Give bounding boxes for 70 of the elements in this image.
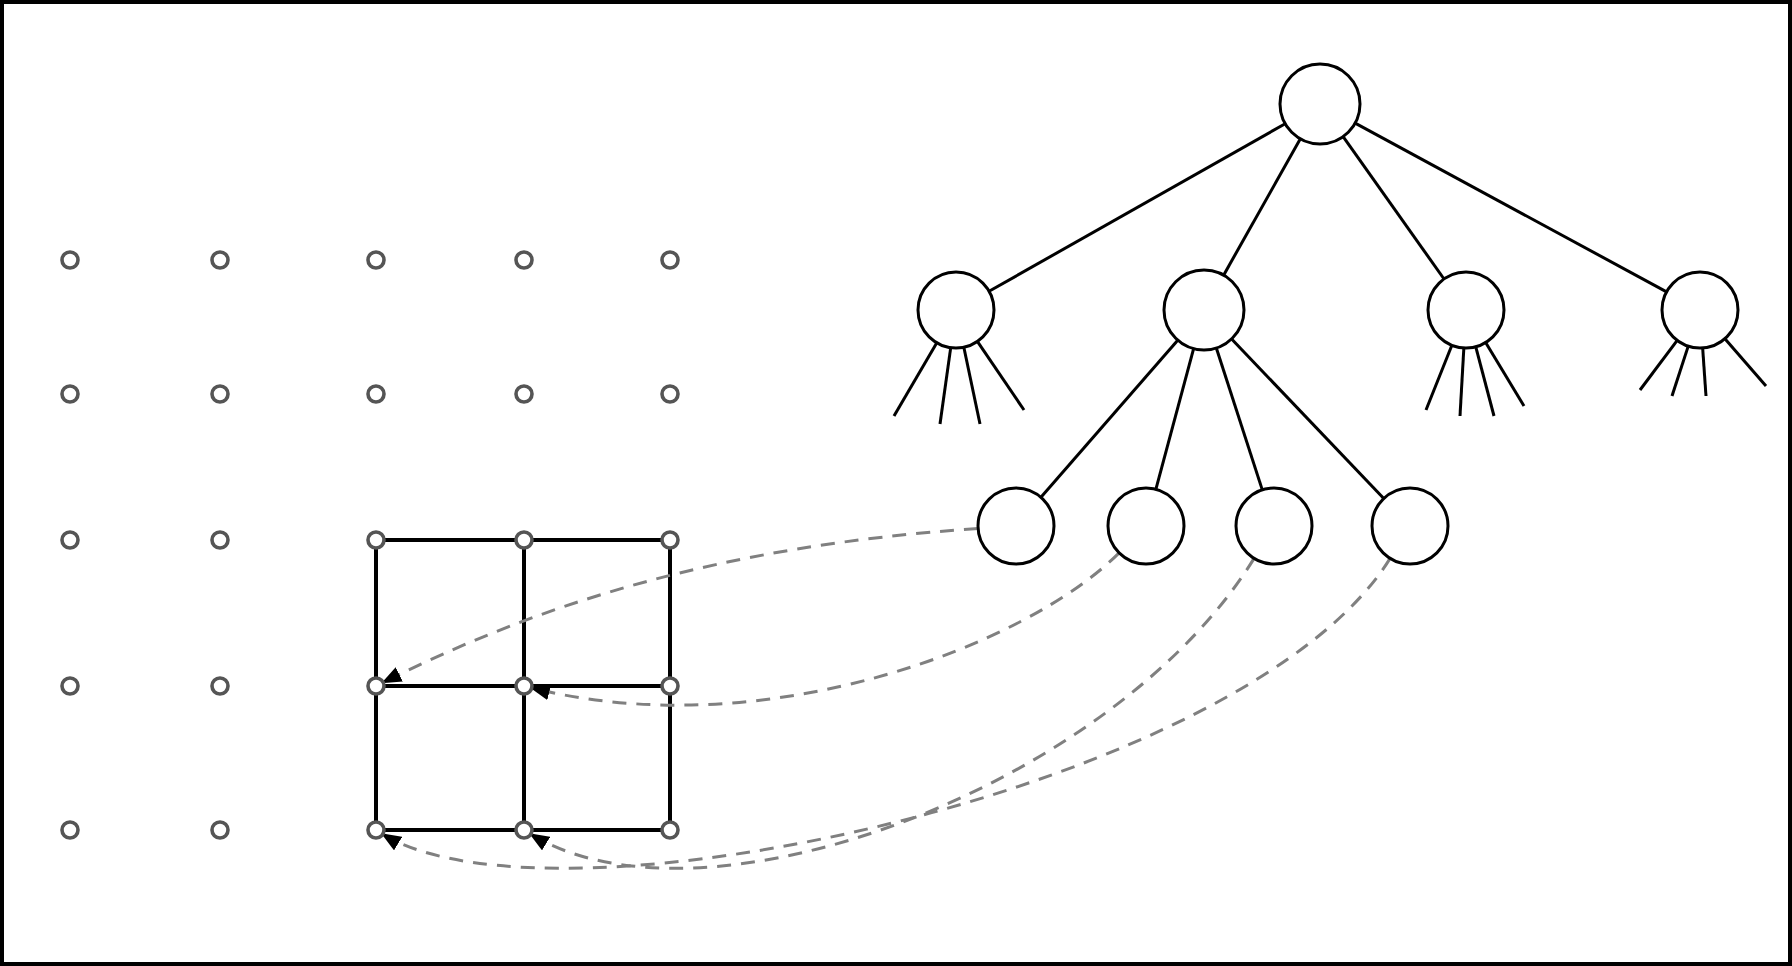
connector-line <box>374 694 378 822</box>
grid-point <box>660 250 680 270</box>
branch-stub <box>1701 347 1708 397</box>
arrow <box>381 527 979 684</box>
connector-line <box>988 122 1286 293</box>
connector-line <box>522 694 526 822</box>
branch-stub <box>892 342 939 417</box>
connector-line <box>1230 337 1385 500</box>
tree-node-circle <box>1370 486 1450 566</box>
branch-stub <box>1638 339 1679 391</box>
branch-stub <box>1458 347 1466 417</box>
tree-node-circle <box>1660 270 1740 350</box>
connector-line <box>532 828 662 832</box>
grid-point <box>660 530 680 550</box>
grid-point <box>514 530 534 550</box>
connector-line <box>532 538 662 542</box>
grid-point <box>660 820 680 840</box>
tree-node-circle <box>1426 270 1506 350</box>
grid-point <box>60 384 80 404</box>
grid-point <box>210 250 230 270</box>
branch-stub <box>1424 344 1454 411</box>
connector-line <box>532 684 662 688</box>
grid-point <box>366 384 386 404</box>
tree-node-circle <box>1278 62 1362 146</box>
branch-stub <box>1670 345 1690 397</box>
branch-stub <box>1474 346 1496 417</box>
grid-point <box>60 250 80 270</box>
grid-point <box>660 384 680 404</box>
grid-point <box>366 250 386 270</box>
arrow <box>529 551 1121 707</box>
grid-point <box>210 530 230 550</box>
arrow <box>380 557 1392 870</box>
connector-line <box>384 538 516 542</box>
grid-point <box>514 384 534 404</box>
connector-line <box>1341 135 1446 280</box>
grid-point <box>514 676 534 696</box>
grid-point <box>660 676 680 696</box>
tree-node-circle <box>1106 486 1186 566</box>
connector-line <box>668 548 672 678</box>
connector-line <box>384 684 516 688</box>
arrow <box>529 557 1256 870</box>
tree-node-circle <box>1162 268 1246 352</box>
grid-point <box>366 820 386 840</box>
connector-line <box>1154 348 1196 490</box>
connector-line <box>1354 121 1668 294</box>
connector-line <box>374 548 378 678</box>
grid-point <box>60 676 80 696</box>
connector-line <box>1222 138 1302 276</box>
grid-point <box>60 530 80 550</box>
branch-stub <box>1723 337 1768 387</box>
grid-point <box>210 384 230 404</box>
grid-point <box>210 676 230 696</box>
connector-line <box>1039 339 1179 499</box>
branch-stub <box>1484 341 1526 407</box>
branch-stub <box>938 347 953 425</box>
grid-point <box>210 820 230 840</box>
grid-point <box>366 676 386 696</box>
connector-line <box>384 828 516 832</box>
connector-line <box>668 694 672 822</box>
grid-point <box>514 250 534 270</box>
grid-point <box>366 530 386 550</box>
grid-point <box>60 820 80 840</box>
connector-line <box>1214 347 1264 491</box>
grid-point <box>514 820 534 840</box>
branch-stub <box>976 340 1026 411</box>
connector-line <box>522 548 526 678</box>
tree-node-circle <box>1234 486 1314 566</box>
branch-stub <box>962 346 982 425</box>
tree-node-circle <box>976 486 1056 566</box>
tree-node-circle <box>916 270 996 350</box>
